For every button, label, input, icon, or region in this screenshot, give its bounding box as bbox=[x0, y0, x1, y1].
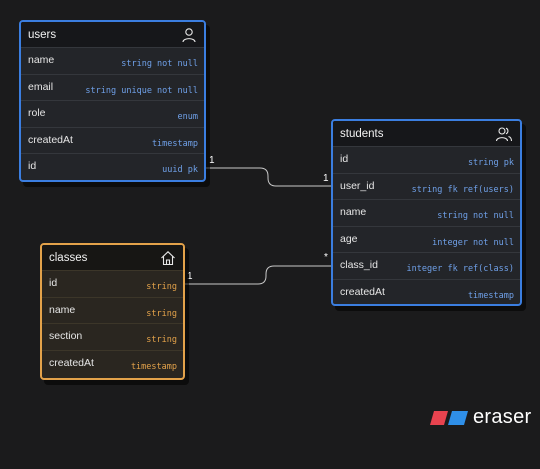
field-type: string bbox=[146, 282, 177, 292]
field-type: string fk ref(users) bbox=[411, 184, 514, 195]
field-name: role bbox=[28, 107, 46, 120]
students-field-row[interactable]: createdAt timestamp bbox=[333, 278, 520, 306]
field-type: enum bbox=[177, 112, 198, 123]
classes-field-row[interactable]: name string bbox=[42, 296, 183, 324]
users-field-row[interactable]: name string not null bbox=[21, 47, 204, 74]
field-type: string bbox=[146, 335, 177, 346]
classes-field-row[interactable]: createdAt timestamp bbox=[42, 349, 183, 377]
field-name: createdAt bbox=[49, 356, 94, 369]
classes-field-row[interactable]: id string bbox=[42, 270, 183, 297]
field-name: id bbox=[340, 153, 349, 165]
classes-field-row[interactable]: section string bbox=[42, 323, 183, 350]
students-field-row[interactable]: class_id integer fk ref(class) bbox=[333, 252, 520, 279]
field-type: string not null bbox=[437, 211, 514, 222]
eraser-logo[interactable]: eraser bbox=[430, 406, 532, 429]
users-field-row[interactable]: createdAt timestamp bbox=[21, 126, 204, 154]
students-field-row[interactable]: user_id string fk ref(users) bbox=[333, 172, 520, 200]
users-field-row[interactable]: role enum bbox=[21, 100, 204, 127]
students-field-row[interactable]: name string not null bbox=[333, 199, 520, 226]
field-name: id bbox=[49, 277, 58, 289]
users-entity[interactable]: users name string not null email string … bbox=[19, 20, 206, 182]
users-students-from-label: 1 bbox=[209, 155, 215, 166]
field-name: name bbox=[340, 206, 367, 219]
field-name: email bbox=[28, 80, 54, 93]
home-icon bbox=[161, 250, 175, 265]
students-header[interactable]: students bbox=[333, 121, 520, 146]
user-icon bbox=[182, 27, 196, 42]
classes-students-from-label: 1 bbox=[187, 271, 193, 282]
students-field-row[interactable]: age integer not null bbox=[333, 225, 520, 253]
field-name: class_id bbox=[340, 259, 378, 272]
field-type: timestamp bbox=[151, 138, 198, 149]
students-field-row[interactable]: id string pk bbox=[333, 146, 520, 173]
users-students-connector bbox=[206, 167, 331, 187]
users-students-to-label: 1 bbox=[323, 173, 329, 184]
eraser-logo-icon bbox=[430, 410, 468, 425]
users-header[interactable]: users bbox=[21, 22, 204, 47]
field-name: createdAt bbox=[340, 285, 385, 298]
students-title: students bbox=[340, 127, 384, 140]
users-title: users bbox=[28, 28, 57, 41]
field-type: string pk bbox=[467, 158, 514, 168]
classes-students-to-label: * bbox=[324, 252, 328, 263]
field-name: user_id bbox=[340, 179, 375, 192]
field-type: string bbox=[146, 308, 177, 319]
classes-title: classes bbox=[49, 251, 88, 264]
field-name: name bbox=[28, 54, 55, 66]
users-field-row[interactable]: email string unique not null bbox=[21, 73, 204, 101]
students-entity[interactable]: students id string pk user_id string fk … bbox=[331, 119, 522, 306]
field-type: string unique not null bbox=[85, 85, 198, 96]
field-type: integer fk ref(class) bbox=[406, 264, 514, 275]
field-type: string not null bbox=[121, 59, 198, 69]
field-name: name bbox=[49, 303, 76, 316]
users-field-row[interactable]: id uuid pk bbox=[21, 153, 204, 180]
field-type: integer not null bbox=[432, 237, 514, 248]
users-group-icon bbox=[495, 126, 513, 141]
field-type: uuid pk bbox=[162, 165, 198, 176]
classes-students-connector bbox=[185, 265, 331, 285]
classes-entity[interactable]: classes id string name string section st… bbox=[40, 243, 185, 380]
field-name: section bbox=[49, 330, 83, 343]
field-name: createdAt bbox=[28, 133, 73, 146]
eraser-wordmark: eraser bbox=[473, 406, 532, 428]
field-type: timestamp bbox=[467, 290, 514, 301]
field-name: age bbox=[340, 232, 358, 245]
field-type: timestamp bbox=[130, 361, 177, 372]
classes-header[interactable]: classes bbox=[42, 245, 183, 270]
field-name: id bbox=[28, 160, 37, 173]
